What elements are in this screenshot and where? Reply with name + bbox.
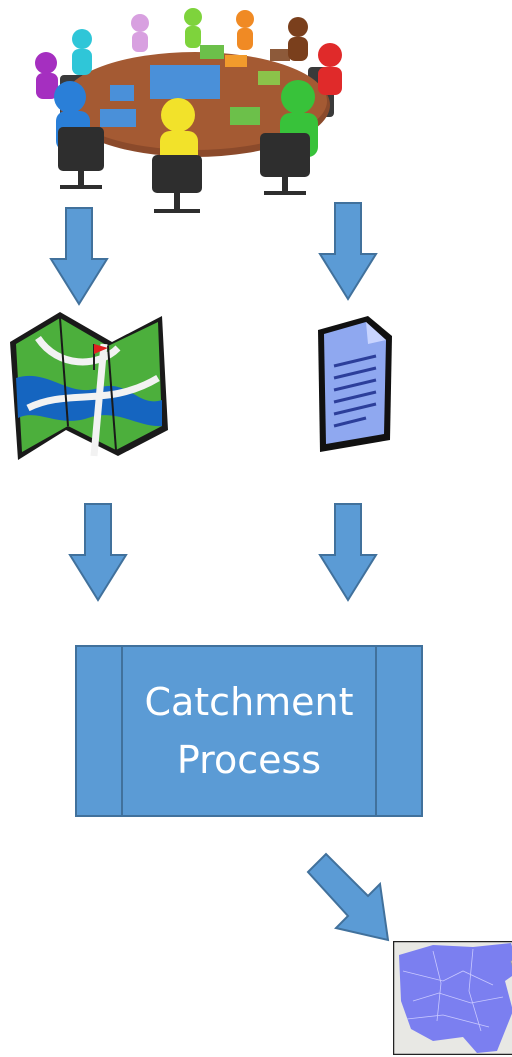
- arrow-down-icon: [68, 503, 128, 602]
- arrow-down-from-document: [318, 503, 378, 603]
- arrow-down-icon: [318, 503, 378, 602]
- process-right-bar: [375, 647, 421, 815]
- process-label-line2: Process: [176, 738, 322, 782]
- arrow-down-icon: [49, 207, 109, 306]
- arrow-down-to-document: [318, 202, 378, 302]
- catchment-map-icon: [393, 941, 512, 1055]
- arrow-down-to-map: [49, 207, 109, 307]
- process-left-bar: [77, 647, 123, 815]
- catchment-map-thumbnail: [393, 941, 512, 1055]
- process-label-line1: Catchment: [144, 680, 354, 724]
- meeting-illustration: [30, 5, 350, 225]
- map-icon-wrapper: [8, 308, 170, 466]
- arrow-down-from-map: [68, 503, 128, 603]
- arrow-diagonal-icon: [306, 852, 390, 942]
- arrow-down-icon: [318, 202, 378, 301]
- meeting-table-icon: [35, 8, 342, 213]
- catchment-process-box: Catchment Process: [75, 645, 423, 817]
- document-icon: [318, 316, 392, 452]
- arrow-diagonal-to-catchment: [306, 852, 390, 942]
- process-label: Catchment Process: [121, 647, 377, 815]
- document-icon-wrapper: [312, 312, 396, 456]
- flag-icon: [94, 344, 108, 354]
- folded-map-icon: [10, 312, 168, 460]
